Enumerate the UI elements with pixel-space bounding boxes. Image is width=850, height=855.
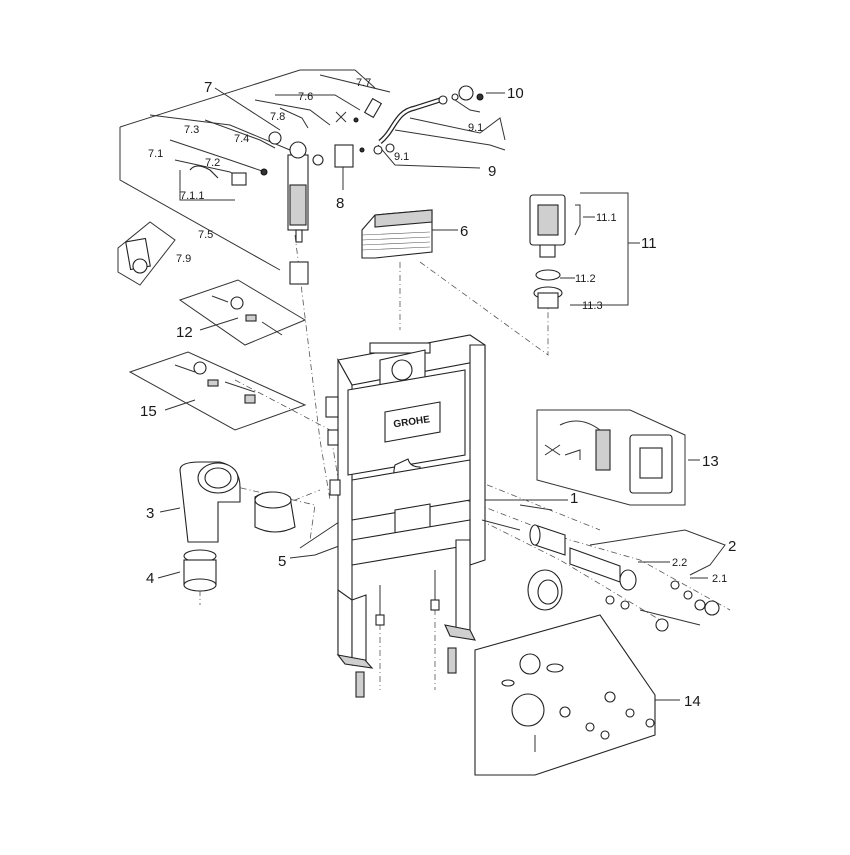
label-2: 2 [728, 538, 736, 555]
brand-logo: GROHE [393, 414, 431, 430]
label-8: 8 [336, 195, 344, 212]
label-7-4: 7.4 [234, 133, 249, 145]
label-6: 6 [460, 223, 468, 240]
label-2-2: 2.2 [672, 557, 687, 569]
fill-valve-assembly [189, 131, 354, 285]
label-2-1: 2.1 [712, 573, 727, 585]
mounting-kits [128, 279, 307, 431]
supply-hose [378, 85, 484, 144]
label-9-1-bottom: 9.1 [394, 151, 409, 163]
label-7-2: 7.2 [205, 157, 220, 169]
label-5: 5 [278, 553, 286, 570]
connector-set [481, 504, 720, 632]
valve-small-parts [335, 97, 395, 155]
label-1: 1 [570, 490, 578, 507]
label-12: 12 [176, 324, 193, 341]
label-10: 10 [507, 85, 524, 102]
label-3: 3 [146, 505, 154, 522]
label-7-3: 7.3 [184, 124, 199, 136]
label-9-1-top: 9.1 [468, 122, 483, 134]
label-11: 11 [641, 235, 657, 252]
label-7: 7 [204, 79, 212, 96]
label-4: 4 [146, 570, 154, 587]
label-7-1: 7.1 [148, 148, 163, 160]
label-7-8: 7.8 [270, 111, 285, 123]
drain-bend [179, 461, 296, 592]
label-14: 14 [684, 693, 701, 710]
actuator-plate-kit [536, 409, 686, 506]
label-7-7: 7.7 [356, 77, 371, 89]
label-7-6: 7.6 [298, 91, 313, 103]
label-13: 13 [702, 453, 719, 470]
leader-lines [119, 69, 726, 701]
label-15: 15 [140, 403, 157, 420]
label-11-2: 11.2 [575, 273, 596, 285]
label-7-9: 7.9 [176, 253, 191, 265]
label-11-3: 11.3 [582, 300, 603, 312]
cover-box [361, 209, 433, 259]
callout-labels: 7 7.7 7.6 7.8 7.3 7.4 7.1 7.2 7.1.1 7.5 … [140, 77, 736, 710]
label-11-1: 11.1 [596, 212, 617, 224]
flush-actuator-parts [529, 194, 581, 309]
installation-frame: GROHE [325, 334, 486, 698]
label-7-1-1: 7.1.1 [180, 190, 204, 202]
label-9: 9 [488, 163, 496, 180]
insulation-plate [474, 614, 656, 776]
label-7-5: 7.5 [198, 229, 213, 241]
hardware-bag [117, 221, 176, 286]
